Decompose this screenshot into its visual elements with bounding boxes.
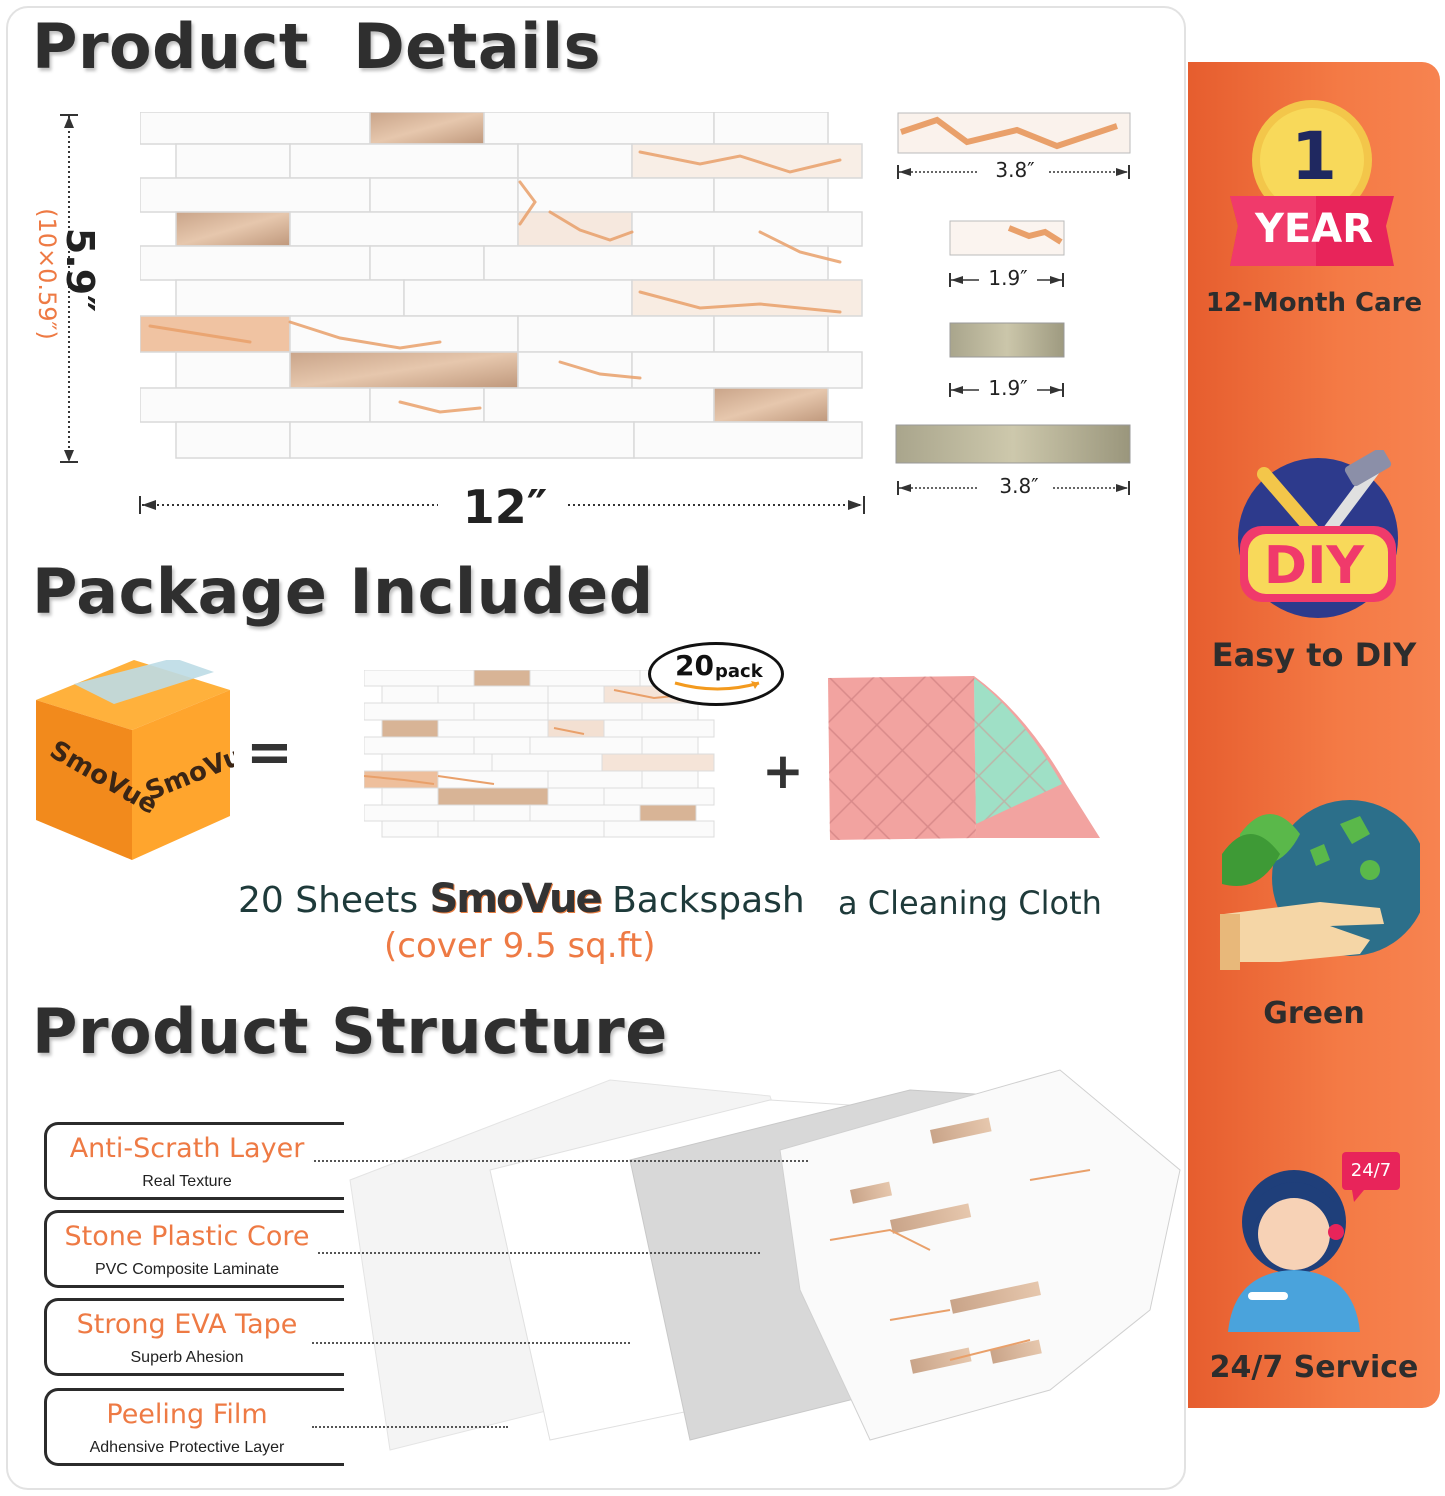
tile-4-dimension: [897, 481, 1130, 495]
care-label: 12-Month Care: [1205, 288, 1423, 318]
sample-tile-sage-long: [895, 424, 1131, 464]
layer-film-leader: [312, 1426, 508, 1428]
tile-4-label: 3.8″: [999, 474, 1039, 498]
diy-tools-icon: [1238, 450, 1398, 618]
tile-2-dimension: [949, 273, 1064, 287]
layer-peeling-film: Peeling Film Adhensive Protective Layer: [44, 1388, 344, 1466]
diy-badge-text: DIY: [1263, 536, 1365, 596]
package-included-title: Package Included: [32, 555, 654, 628]
layer-stack-image: [349, 1069, 1181, 1451]
coverage-caption: (cover 9.5 sq.ft): [384, 926, 656, 966]
green-label: Green: [1263, 996, 1365, 1031]
width-label: 12″: [462, 480, 548, 534]
cloth-caption: a Cleaning Cloth: [838, 884, 1102, 922]
equals-sign: =: [246, 720, 293, 785]
diy-label: Easy to DIY: [1211, 636, 1417, 674]
brand-logo: SmoVue: [429, 876, 603, 922]
product-structure-title: Product Structure: [32, 995, 668, 1068]
tile-sheet-image: [140, 112, 863, 459]
tile-1-label: 3.8″: [995, 158, 1035, 182]
pack-badge: 20 pack: [648, 642, 784, 706]
support-agent-icon: [1228, 1152, 1400, 1332]
height-dimension-line: [60, 114, 78, 463]
width-dimension-line: [139, 496, 865, 514]
layer-core-leader: [318, 1252, 760, 1254]
tile-1-dimension: [897, 165, 1130, 179]
tile-3-label: 1.9″: [988, 376, 1028, 400]
sample-tile-marble-short: [949, 220, 1065, 256]
service-badge-text: 24/7: [1350, 1160, 1392, 1181]
green-leaf-hand-icon: [1220, 800, 1420, 970]
package-sheet-image: [364, 670, 715, 838]
tile-2-label: 1.9″: [988, 266, 1028, 290]
box-icon: SmoVue SmoVue: [36, 660, 234, 860]
sheets-caption: 20 Sheets SmoVue Backspash: [238, 876, 805, 922]
layer-anti-scratch-leader: [314, 1160, 808, 1162]
year-number: 1: [1291, 118, 1337, 195]
cleaning-cloth-image: [828, 676, 1100, 840]
year-word: YEAR: [1254, 206, 1374, 252]
layer-eva-leader: [312, 1342, 630, 1344]
tile-3-dimension: [949, 383, 1064, 397]
product-details-title: Product Details: [32, 10, 602, 83]
layer-anti-scratch: Anti-Scrath Layer Real Texture: [44, 1122, 344, 1200]
height-sub-label: (10×0.59″): [33, 208, 61, 340]
year-badge-icon: [1230, 100, 1394, 266]
features-sidebar: 1 YEAR 12-Month Care DIY Easy to DIY Gre…: [1188, 62, 1440, 1408]
plus-sign: +: [762, 742, 804, 800]
layer-stone-plastic-core: Stone Plastic Core PVC Composite Laminat…: [44, 1210, 344, 1288]
sample-tile-sage-short: [949, 322, 1065, 358]
service-label: 24/7 Service: [1209, 1350, 1419, 1385]
sample-tile-marble-long: [897, 112, 1131, 154]
height-label: 5.9″: [58, 227, 102, 313]
layer-eva-tape: Strong EVA Tape Superb Ahesion: [44, 1298, 344, 1376]
